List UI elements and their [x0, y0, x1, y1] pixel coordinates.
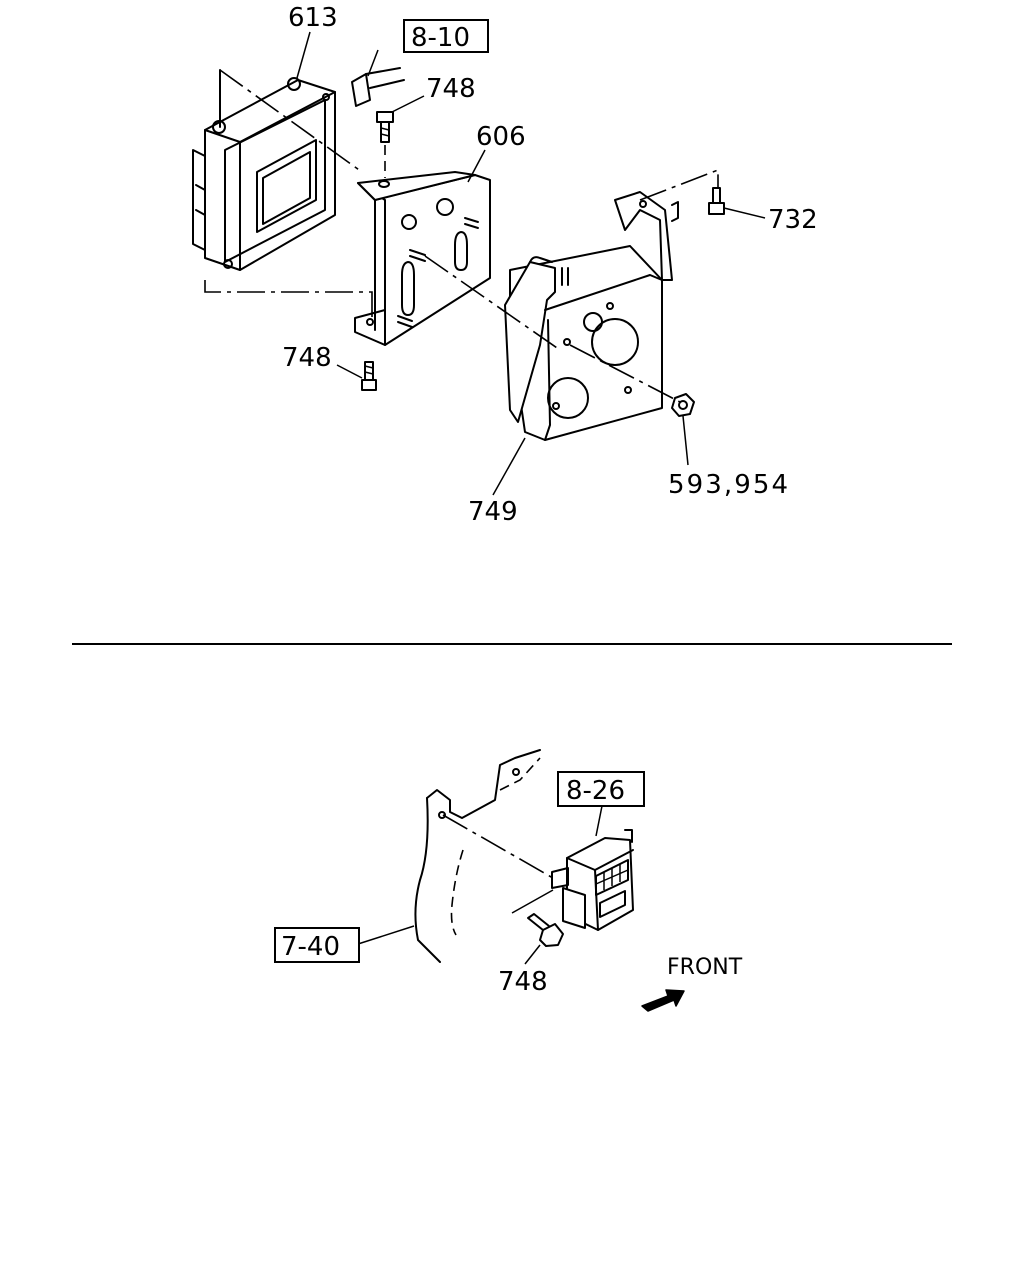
ref-7-40[interactable]: 7-40 [281, 932, 340, 962]
label-748-bottom: 748 [498, 967, 548, 997]
ref-8-10[interactable]: 8-10 [411, 23, 470, 53]
nut-593-954 [671, 393, 695, 417]
label-606: 606 [476, 122, 526, 152]
bolt-748-top [376, 111, 394, 178]
bolt-732 [708, 187, 725, 215]
connector-8-10 [351, 67, 405, 107]
bracket-606 [354, 171, 491, 346]
body-panel [414, 749, 541, 963]
bolt-748-bottom [527, 913, 564, 947]
bottom-assembly: 8-26 7-40 748 FRONT [274, 749, 743, 1012]
ref-box-7-40 [274, 927, 360, 963]
label-748-left: 748 [282, 343, 332, 373]
label-749: 749 [468, 497, 518, 527]
bolt-748-left [361, 361, 377, 391]
label-593-954: 593,954 [668, 470, 788, 500]
ecm-unit [192, 77, 336, 271]
label-613: 613 [288, 3, 338, 33]
plate-749 [504, 191, 679, 441]
label-748-top: 748 [426, 74, 476, 104]
top-assembly: 613 8-10 748 606 732 748 593,954 749 [192, 3, 818, 527]
ref-box-8-10 [403, 19, 489, 53]
label-732: 732 [768, 205, 818, 235]
ref-box-8-26 [557, 771, 645, 807]
control-module [551, 829, 634, 931]
front-label: FRONT [667, 955, 743, 980]
ref-8-26[interactable]: 8-26 [566, 776, 625, 806]
front-arrow-icon [641, 989, 685, 1012]
